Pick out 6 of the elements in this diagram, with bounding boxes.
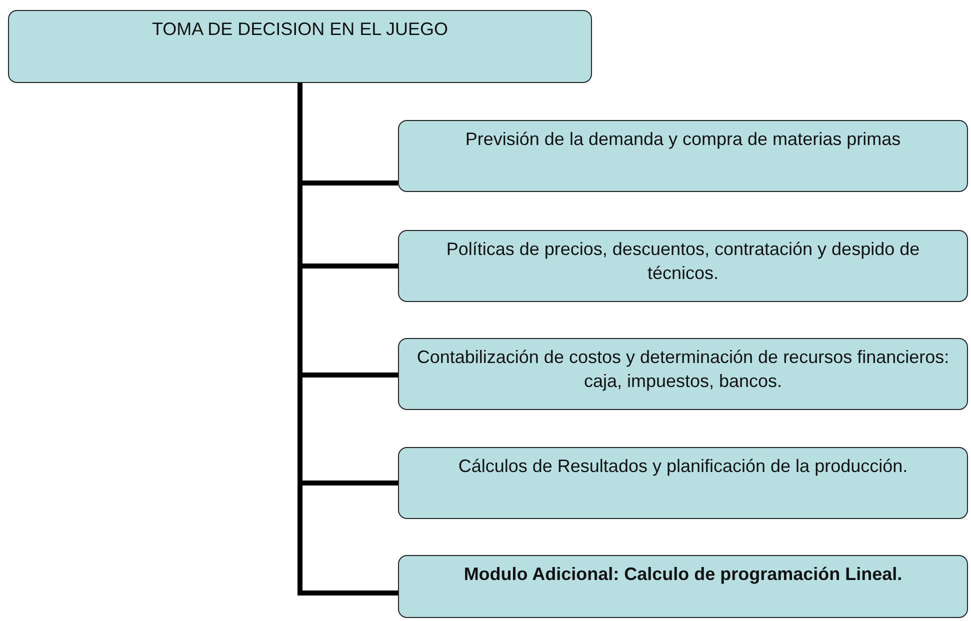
topic-box: Políticas de precios, descuentos, contratación y despido de técnicos.: [398, 230, 968, 302]
topic-box: Contabilización de costos y determinación de recursos financieros: caja, impuestos, bancos.: [398, 338, 968, 410]
topic-box: Previsión de la demanda y compra de materias primas: [398, 120, 968, 192]
topic-box: Cálculos de Resultados y planificación de la producción.: [398, 447, 968, 519]
title-box: TOMA DE DECISION EN EL JUEGO: [8, 10, 592, 83]
topic-box: Modulo Adicional: Calculo de programación Lineal.: [398, 555, 968, 618]
